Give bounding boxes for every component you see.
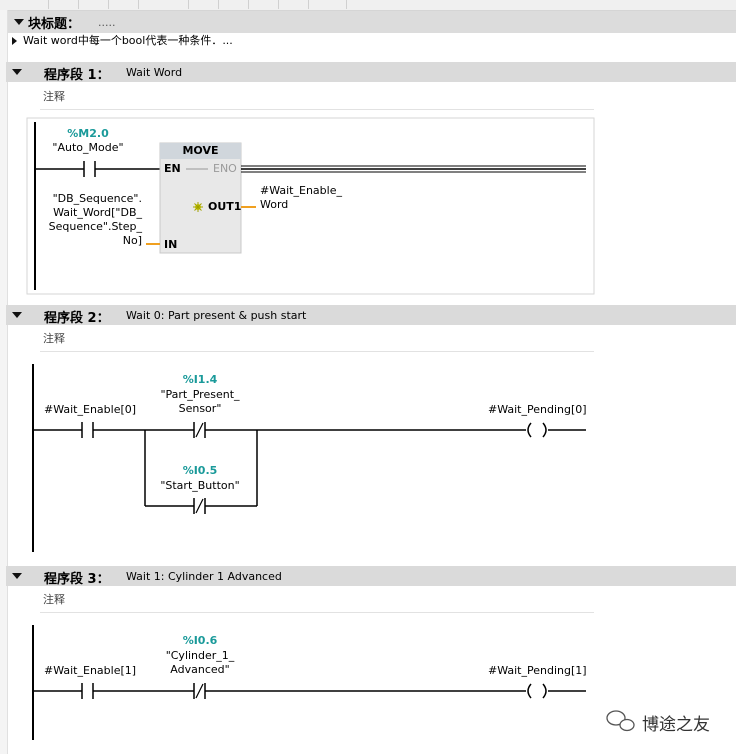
network-3-description[interactable]: Wait 1: Cylinder 1 Advanced (126, 570, 282, 583)
editor-tab-strip (0, 0, 736, 11)
out1-spark-icon (193, 202, 203, 212)
move-in-tag-line1[interactable]: "DB_Sequence". (52, 192, 142, 205)
move-box[interactable] (159, 142, 242, 254)
coil-wait-pending-0-tag[interactable]: #Wait_Pending[0] (488, 403, 587, 416)
comment-divider (40, 109, 594, 110)
contact-cylinder-tag-line2[interactable]: Advanced" (170, 663, 230, 676)
network-1-description[interactable]: Wait Word (126, 66, 183, 79)
contact-part-present-tag-line2[interactable]: Sensor" (178, 402, 222, 415)
nc-slash (195, 422, 204, 438)
network-2-description[interactable]: Wait 0: Part present & push start (126, 309, 307, 322)
contact-cylinder-address[interactable]: %I0.6 (182, 634, 218, 647)
coil-wait-pending-1-left[interactable] (527, 683, 532, 699)
coil-wait-pending-1-tag[interactable]: #Wait_Pending[1] (488, 664, 587, 677)
contact-wait-enable-0-tag[interactable]: #Wait_Enable[0] (44, 403, 137, 416)
contact-start-button-address[interactable]: %I0.5 (182, 464, 218, 477)
tab-slot[interactable] (108, 0, 139, 9)
move-title: MOVE (182, 144, 219, 157)
tab-slot[interactable] (278, 0, 309, 9)
contact-wait-enable-1-tag[interactable]: #Wait_Enable[1] (44, 664, 137, 677)
move-out-tag-line2[interactable]: Word (260, 198, 289, 211)
contact-start-button-tag[interactable]: "Start_Button" (160, 479, 240, 492)
tab-slot[interactable] (78, 0, 109, 9)
expand-triangle-icon[interactable] (12, 37, 17, 45)
block-title-value[interactable]: ..... (98, 16, 116, 29)
network-3-label: 程序段 3： (44, 572, 110, 587)
tab-slot[interactable] (0, 0, 49, 9)
contact-address[interactable]: %M2.0 (67, 127, 109, 140)
nc-slash (195, 683, 204, 699)
network-1-comment[interactable]: 注释 (43, 90, 65, 103)
nc-slash (195, 498, 204, 514)
contact-part-present-tag-line1[interactable]: "Part_Present_ (160, 388, 240, 401)
contact-part-present-address[interactable]: %I1.4 (182, 373, 218, 386)
move-in-tag-line2[interactable]: Wait_Word["DB_ (53, 206, 142, 219)
coil-wait-pending-1-right[interactable] (542, 683, 547, 699)
block-title-label: 块标题： (28, 17, 81, 32)
move-out-tag-line1[interactable]: #Wait_Enable_ (260, 184, 342, 197)
block-title-header[interactable]: 块标题： ..... (8, 11, 736, 33)
move-in-tag-line3[interactable]: Sequence".Step_ (48, 220, 142, 233)
collapse-triangle-icon[interactable] (12, 312, 22, 318)
block-comment[interactable]: Wait word中每一个bool代表一种条件．... (23, 34, 233, 47)
tab-slot[interactable] (48, 0, 79, 9)
network-2-label: 程序段 2： (44, 311, 110, 326)
network-2-comment[interactable]: 注释 (43, 332, 65, 345)
tab-slot[interactable] (308, 0, 347, 9)
wechat-icon (606, 710, 635, 732)
collapse-triangle-icon[interactable] (14, 19, 24, 25)
comment-divider (40, 351, 594, 352)
network-1-frame (26, 117, 595, 295)
collapse-triangle-icon[interactable] (12, 69, 22, 75)
network-1-header[interactable]: 程序段 1： Wait Word (6, 62, 736, 83)
tab-slot[interactable] (138, 0, 189, 9)
comment-divider (40, 612, 594, 613)
move-eno-pin: ENO (213, 162, 237, 175)
collapse-triangle-icon[interactable] (12, 573, 22, 579)
network-2-header[interactable]: 程序段 2： Wait 0: Part present & push start (6, 305, 736, 326)
tab-slot[interactable] (248, 0, 279, 9)
network-3-comment[interactable]: 注释 (43, 593, 65, 606)
tab-slot[interactable] (218, 0, 249, 9)
move-en-pin: EN (164, 162, 181, 175)
watermark-text: 博途之友 (642, 715, 710, 735)
contact-tag[interactable]: "Auto_Mode" (52, 141, 124, 154)
move-out1-pin: OUT1 (208, 200, 242, 213)
network-3-header[interactable]: 程序段 3： Wait 1: Cylinder 1 Advanced (6, 566, 736, 587)
move-box-header (160, 143, 241, 159)
contact-cylinder-tag-line1[interactable]: "Cylinder_1_ (165, 649, 235, 662)
network-1-label: 程序段 1： (44, 68, 110, 83)
move-in-pin: IN (164, 238, 178, 251)
move-in-tag-line4[interactable]: No] (122, 234, 142, 247)
coil-wait-pending-0-right[interactable] (542, 422, 547, 438)
tab-slot[interactable] (188, 0, 219, 9)
coil-wait-pending-0-left[interactable] (527, 422, 532, 438)
left-margin-bar (0, 10, 8, 754)
